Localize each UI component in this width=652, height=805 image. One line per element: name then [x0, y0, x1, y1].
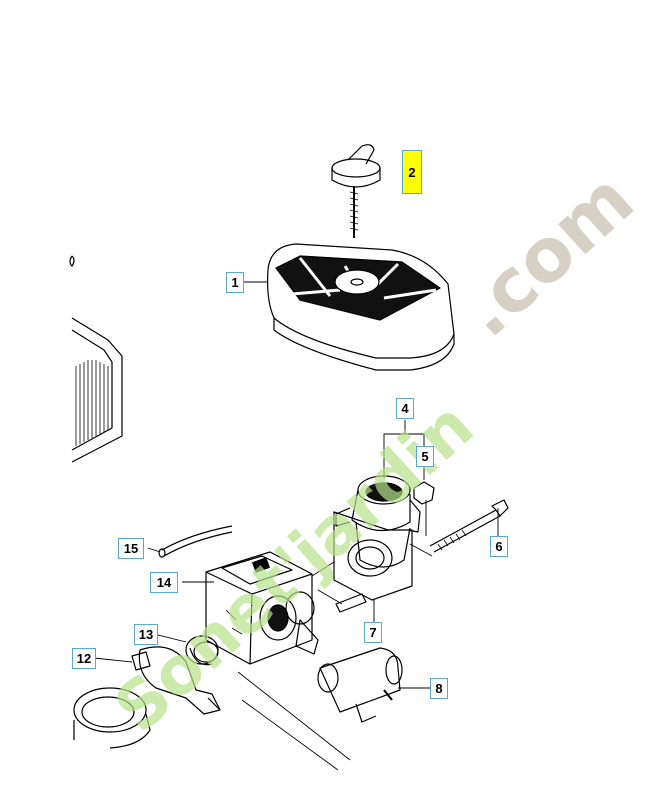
part-12-clamp: [131, 646, 221, 715]
intake-boot: [73, 687, 151, 749]
callout-15[interactable]: 15: [118, 538, 144, 559]
part-15-fuel-hose: [158, 525, 233, 558]
part-1-filter-cover: [267, 243, 455, 371]
callout-5[interactable]: 5: [416, 446, 434, 467]
partial-filter-element: [69, 255, 123, 463]
part-4-intake-adapter: [335, 475, 435, 568]
callout-13[interactable]: 13: [134, 624, 158, 645]
part-8-sleeve: [317, 647, 403, 723]
callout-14[interactable]: 14: [150, 572, 178, 593]
callout-7[interactable]: 7: [364, 622, 382, 643]
part-7-pin: [335, 593, 367, 613]
callout-1[interactable]: 1: [226, 272, 244, 293]
callout-8[interactable]: 8: [430, 678, 448, 699]
part-13-ring: [185, 635, 219, 666]
part-6-bolt: [429, 499, 509, 553]
callout-2[interactable]: 2: [402, 150, 422, 194]
callout-12[interactable]: 12: [72, 648, 96, 669]
callout-4[interactable]: 4: [396, 398, 414, 419]
part-2-knob: [331, 144, 381, 238]
callout-6[interactable]: 6: [490, 536, 508, 557]
spacer-plate: [333, 511, 413, 601]
part-14-carburetor: [205, 551, 319, 665]
